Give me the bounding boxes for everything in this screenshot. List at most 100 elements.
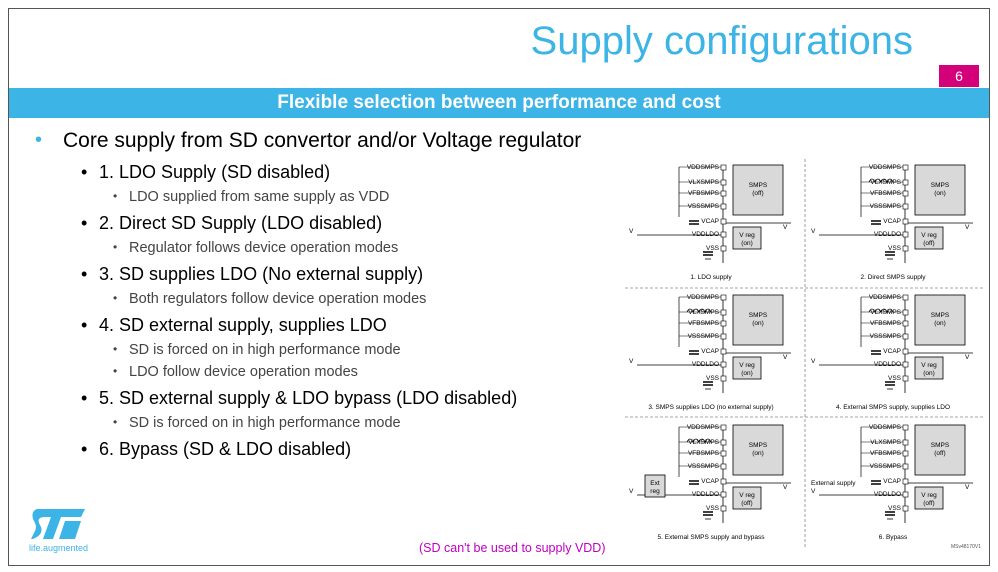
smps-box [732,294,784,346]
pin [720,203,727,210]
bullet-sd-supplies-ldo-detail: Both regulators follow device operation … [35,291,635,307]
pin-label: VFBSMPS [688,190,720,197]
pin [902,294,909,301]
vdd-label: V [629,228,634,235]
pin-label: VDDLDO [692,491,719,498]
pin-label: VSSSMPS [870,463,902,470]
panel-caption: 3. SMPS supplies LDO (no external supply… [648,404,773,411]
bullet-sd-supplies-ldo: 3. SD supplies LDO (No external supply) [35,264,635,285]
ext-reg-label: Ext [650,480,660,487]
panel-caption: 1. LDO supply [690,274,732,281]
pin [720,375,727,382]
vreg-box [732,226,762,250]
pin-label: VSS [888,505,902,512]
pin-label: VDDSMPS [869,164,902,171]
pin-label: VCAP [701,348,719,355]
pin-label: VDDSMPS [869,294,902,301]
pin [720,463,727,470]
vreg-state: (on) [923,370,935,377]
bullet-sd-bypass: 5. SD external supply & LDO bypass (LDO … [35,388,635,409]
pin [902,333,909,340]
pin-label: VLXSMPS [688,179,719,186]
pin-label: VFBSMPS [688,320,720,327]
pin [720,309,727,316]
pin-label: VLXSMPS [870,179,901,186]
smps-state: (on) [934,320,946,327]
vcore-label: V [965,484,970,491]
ext-reg-box [644,474,666,498]
supply-diagram: VDDSMPSVLXSMPSVFBSMPSVSSSMPSVCAPVDDLDOVS… [625,159,985,549]
ext-reg-label: reg [650,488,660,495]
panel-caption: 5. External SMPS supply and bypass [658,534,766,541]
vreg-label: V reg [921,492,937,499]
smps-label: SMPS [931,182,950,189]
pin-label: VCAP [883,348,901,355]
smps-label: SMPS [931,312,950,319]
smps-state: (on) [934,190,946,197]
pin-label: VDDSMPS [687,294,720,301]
smps-box [732,424,784,476]
pin-label: VSS [888,375,902,382]
smps-box [914,424,966,476]
panel-caption: 4. External SMPS supply, supplies LDO [836,404,950,411]
pin-label: VSSSMPS [688,203,720,210]
smps-box [732,164,784,216]
pin-label: VDDLDO [692,361,719,368]
pin-label: VCAP [883,478,901,485]
pin [902,450,909,457]
smps-box [914,294,966,346]
bullet-direct-sd-detail: Regulator follows device operation modes [35,240,635,256]
pin [720,164,727,171]
pin-label: VDDSMPS [687,424,720,431]
bullet-ldo-supply-detail: LDO supplied from same supply as VDD [35,189,635,205]
pin-label: VLXSMPS [688,439,719,446]
pin-label: VSSSMPS [688,463,720,470]
pin [902,478,909,485]
pin [720,190,727,197]
pin [902,361,909,368]
inductor [686,308,712,313]
pin-label: VLXSMPS [870,309,901,316]
pin [720,179,727,186]
vdd-label: V [811,358,816,365]
vreg-label: V reg [739,492,755,499]
pin [902,348,909,355]
vreg-box [914,486,944,510]
pin-label: VFBSMPS [870,450,902,457]
pin-label: VSS [706,505,720,512]
slide: Supply configurations 6 Flexible selecti… [8,8,990,566]
pin [902,218,909,225]
vreg-state: (on) [741,240,753,247]
pin [902,505,909,512]
vreg-box [732,486,762,510]
pin-label: VSSSMPS [688,333,720,340]
pin [902,203,909,210]
smps-label: SMPS [749,312,768,319]
pin [720,439,727,446]
panel-caption: 2. Direct SMPS supply [860,274,926,281]
external-supply-label: External supply [811,480,856,487]
pin-label: VDDLDO [874,491,901,498]
smps-state: (off) [934,450,945,457]
pin [720,424,727,431]
pin [902,375,909,382]
pin [720,320,727,327]
vcore-label: V [965,224,970,231]
vcore-label: V [965,354,970,361]
vreg-box [914,226,944,250]
vcore-label: V [783,484,788,491]
vreg-state: (off) [923,500,934,507]
pin-label: VDDLDO [692,231,719,238]
pin-label: VDDSMPS [687,164,720,171]
pin-label: VSS [706,245,720,252]
inductor [868,308,894,313]
vreg-label: V reg [921,232,937,239]
pin [902,320,909,327]
pin-label: VDDLDO [874,231,901,238]
smps-box [914,164,966,216]
pin [720,361,727,368]
vreg-state: (off) [741,500,752,507]
note: (SD can't be used to supply VDD) [419,541,606,555]
banner: Flexible selection between performance a… [9,88,989,118]
vdd-label: V [629,358,634,365]
